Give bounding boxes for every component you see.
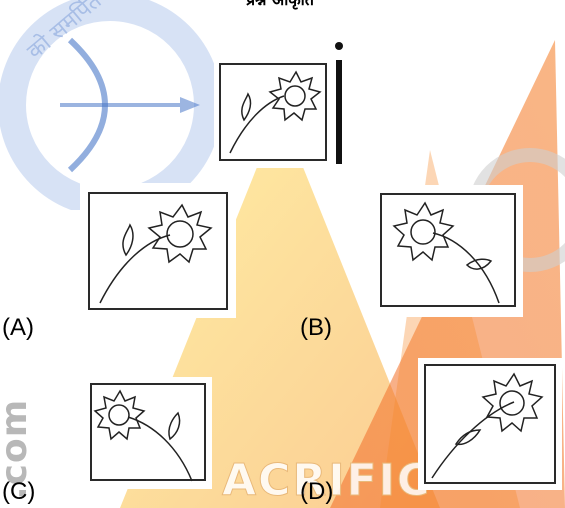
option-d-label: (D) (300, 478, 334, 505)
option-b-label: (B) (300, 314, 332, 341)
option-b-figure[interactable] (373, 185, 523, 317)
sunflower-drawing-icon (93, 389, 193, 482)
option-a-label: (A) (2, 314, 34, 341)
question-figure (214, 58, 334, 168)
option-c-figure[interactable] (84, 377, 212, 489)
svg-text:को समर्पित: को समर्पित (22, 0, 107, 65)
bow-and-arrow-logo-icon: को समर्पित (0, 0, 222, 210)
sunflower-drawing-icon (99, 203, 213, 304)
option-a-figure[interactable] (80, 183, 236, 318)
question-figure-heading: प्रश्न आकृति (200, 0, 360, 10)
sunflower-drawing-icon (392, 201, 500, 304)
option-d-figure[interactable] (418, 358, 562, 490)
divider-bar (336, 60, 342, 164)
option-c-label: (C) (2, 478, 36, 505)
sunflower-drawing-icon (229, 70, 322, 154)
watermark-brand-text: ACRIFIC (221, 455, 432, 507)
divider-dot (335, 42, 343, 50)
sunflower-drawing-icon (431, 372, 544, 479)
